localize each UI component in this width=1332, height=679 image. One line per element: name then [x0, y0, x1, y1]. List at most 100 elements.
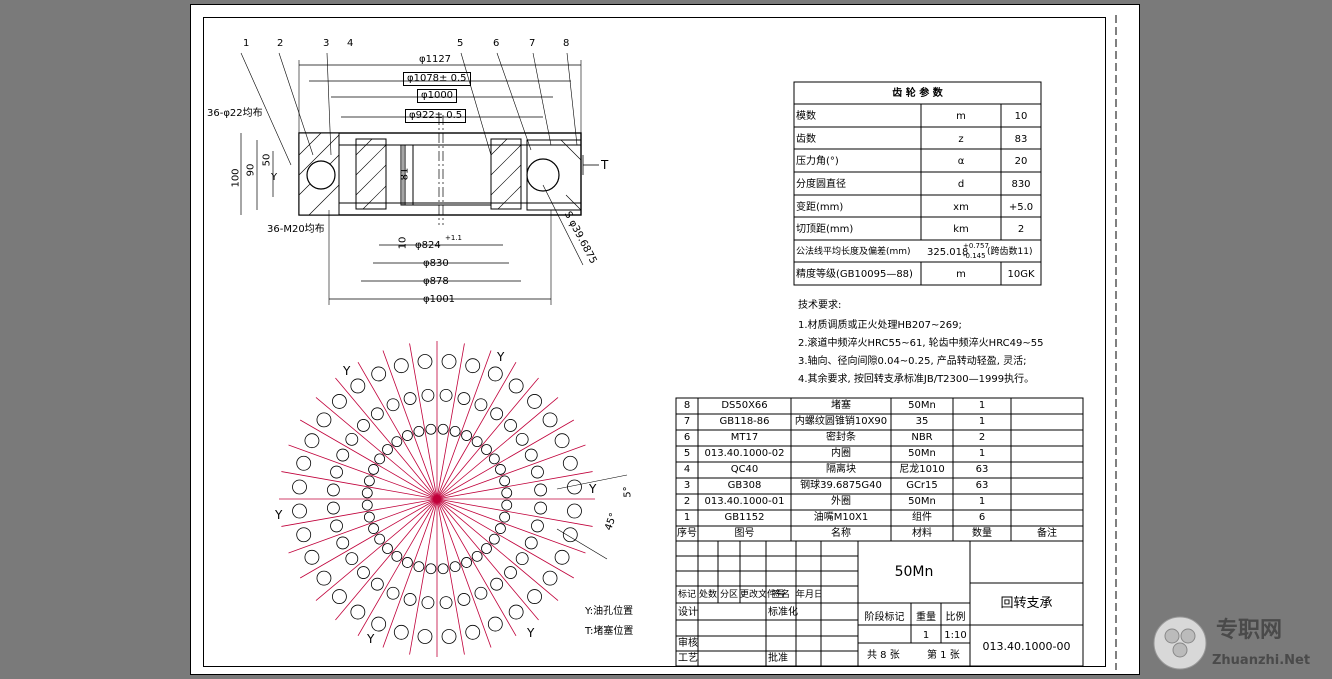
plan-radial-line — [288, 498, 438, 554]
plan-radial-line — [299, 498, 438, 579]
plan-radial-line — [436, 419, 575, 500]
plan-bolt-hole — [499, 511, 511, 523]
title-drawing-no: 013.40.1000-00 — [982, 640, 1071, 653]
plan-bolt-hole — [508, 378, 524, 394]
watermark-cn: 专职网 — [1216, 618, 1283, 643]
balloon-1: 1 — [243, 38, 250, 49]
plan-bolt-hole — [534, 501, 548, 515]
bom-cell: 尼龙1010 — [899, 464, 945, 475]
plan-bolt-hole — [345, 552, 359, 566]
plan-radial-line — [436, 498, 465, 655]
revision-label: 分区 — [719, 590, 738, 600]
plan-bolt-hole — [361, 499, 373, 511]
bom-header-cell: 数量 — [972, 528, 992, 539]
gear-cell: 325.018 — [927, 247, 969, 258]
plan-view — [279, 341, 628, 657]
balloon-2: 2 — [277, 38, 284, 49]
plan-bolt-hole — [425, 423, 437, 435]
plan-bolt-hole — [495, 523, 506, 534]
title-material: 50Mn — [894, 564, 934, 580]
bom-cell: 内圈 — [831, 448, 851, 459]
plan-bolt-hole — [330, 465, 343, 479]
title-part-name: 回转支承 — [1000, 596, 1053, 611]
bom-header-cell: 图号 — [734, 528, 755, 539]
bom-cell: 5 — [683, 448, 691, 459]
bom-cell: NBR — [911, 432, 933, 443]
plan-radial-line — [436, 498, 586, 554]
gear-cell: (跨齿数11) — [987, 247, 1033, 257]
bom-cell: 63 — [975, 464, 989, 475]
gear-cell: 模数 — [796, 111, 816, 122]
bom-cell: 50Mn — [908, 400, 936, 411]
plan-bolt-hole — [386, 398, 400, 412]
plan-bolt-hole — [371, 616, 387, 632]
plan-bolt-hole — [421, 596, 435, 610]
plan-y-mark: Y — [527, 626, 535, 640]
plan-bolt-hole — [527, 589, 542, 604]
bom-header-cell: 序号 — [677, 528, 697, 539]
plan-bolt-hole — [332, 589, 347, 604]
gear-cell: km — [953, 224, 969, 235]
plan-bolt-hole — [370, 577, 384, 591]
plan-bolt-hole — [488, 453, 500, 465]
drawing-frame — [203, 17, 1106, 667]
plan-bolt-hole — [490, 407, 504, 421]
bom-cell: 内螺纹圆锥销10X90 — [794, 416, 888, 427]
plan-bolt-hole — [441, 354, 457, 369]
plan-bolt-hole — [386, 586, 400, 600]
plan-radial-line — [357, 498, 438, 637]
plan-radial-line — [436, 498, 575, 579]
bom-cell: 35 — [915, 416, 929, 427]
plan-bolt-hole — [402, 430, 413, 441]
plan-radial-line — [436, 350, 492, 500]
plan-bolt-hole — [403, 593, 417, 606]
plan-bolt-hole — [465, 624, 481, 640]
dim-824-tol: +1.1 — [445, 234, 462, 242]
plan-bolt-hole — [515, 552, 529, 566]
plan-radial-line — [335, 498, 438, 621]
balloon-3: 3 — [323, 38, 330, 49]
plan-bolt-hole — [368, 464, 379, 475]
bom-cell: 1 — [683, 512, 691, 523]
plan-radial-line — [436, 361, 517, 500]
bom-cell: 堵塞 — [831, 400, 851, 411]
bom-cell: 隔离块 — [826, 464, 856, 475]
bom-cell: 50Mn — [908, 448, 936, 459]
plan-bolt-hole — [449, 425, 461, 437]
bom-cell: QC40 — [730, 464, 759, 475]
plan-radial-line — [436, 397, 559, 500]
bom-cell: 8 — [683, 400, 691, 411]
plan-radial-line — [315, 397, 438, 500]
bom-cell: GCr15 — [906, 480, 938, 491]
plan-radial-line — [335, 377, 438, 500]
title-scale-label: 比例 — [945, 612, 966, 623]
plan-bolt-hole — [363, 511, 375, 523]
bom-grid — [675, 397, 1084, 667]
bom-cell: 钢球39.6875G40 — [800, 480, 882, 491]
bom-cell: 7 — [683, 416, 691, 427]
plan-bolt-hole — [474, 398, 488, 412]
plan-bolt-hole — [425, 563, 437, 575]
plan-bolt-hole — [437, 423, 449, 435]
dim-h81: 81 — [399, 167, 411, 181]
plan-bolt-hole — [326, 501, 340, 515]
drawing-canvas — [240, 15, 1117, 670]
gear-cell: 齿数 — [796, 134, 816, 145]
plan-radial-line — [382, 350, 438, 500]
title-weight: 重量 — [916, 612, 936, 623]
plan-bolt-hole — [524, 536, 538, 550]
plan-radial-line — [436, 498, 539, 621]
bom-header-cell: 名称 — [831, 528, 851, 539]
bom-cell: 63 — [975, 480, 989, 491]
plan-radial-line — [288, 444, 438, 500]
plan-bolt-hole — [504, 566, 517, 579]
plan-radial-line — [436, 498, 517, 637]
dim-824: φ824 — [415, 240, 441, 251]
dim-h10: 10 — [397, 236, 409, 250]
plan-angle-5: 5° — [622, 486, 634, 498]
plan-bolt-hole — [304, 549, 320, 565]
gear-cell: 分度圆直径 — [796, 179, 846, 190]
balloon-6: 6 — [493, 38, 500, 49]
dim-1078: φ1078± 0.5 — [403, 72, 471, 86]
gear-cell: 变距(mm) — [796, 202, 844, 213]
